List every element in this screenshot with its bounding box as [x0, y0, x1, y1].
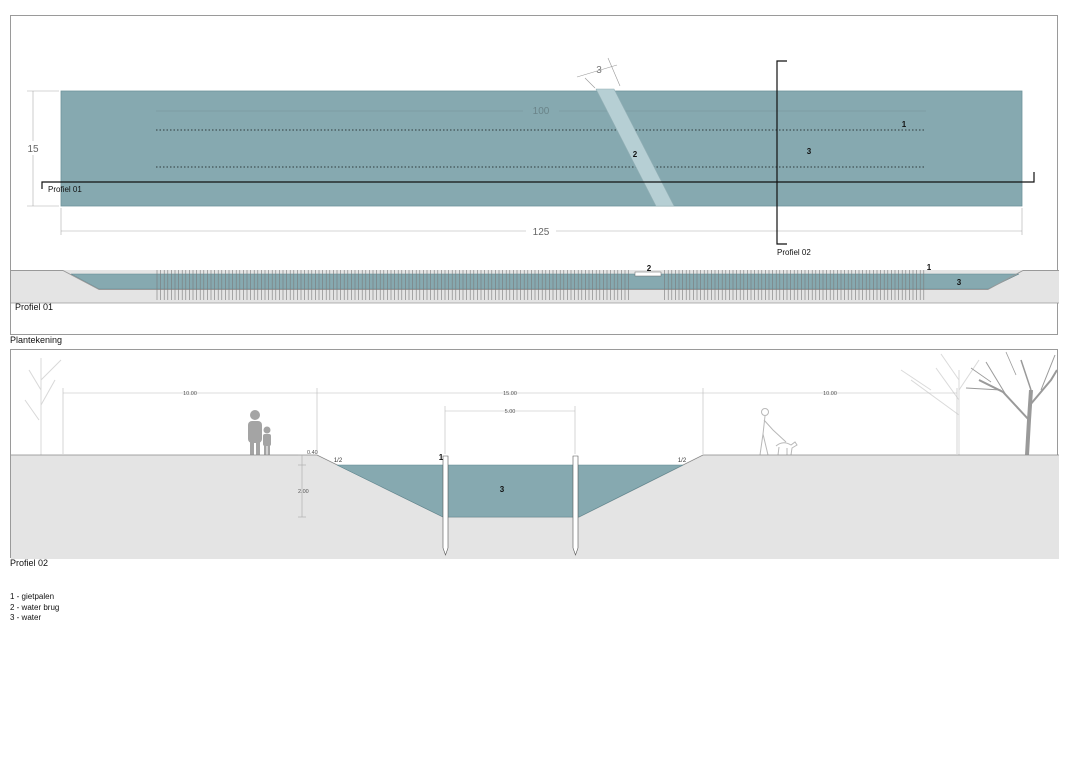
legend-item-bridge: 2 - water brug — [10, 602, 60, 612]
dim-left-verge: 10.00 — [183, 391, 197, 397]
plan-caption: Plantekening — [10, 335, 63, 345]
profile-02-caption: Profiel 02 — [10, 558, 49, 568]
dim-water-width: 15.00 — [503, 391, 517, 397]
profile-02-drawing: 1 3 1/2 1/2 10.00 15.00 10.00 5.00 0.40 … — [11, 351, 1059, 559]
profile-02-callout-pile: 1 — [439, 453, 444, 462]
legend: 1 - gietpalen 2 - water brug 3 - water — [10, 592, 59, 624]
callout-bridge: 2 — [633, 150, 638, 159]
person-with-dog — [759, 408, 798, 456]
water-plan — [60, 90, 1023, 207]
slope-left-label: 1/2 — [334, 458, 343, 464]
tree-right-sketch — [900, 353, 980, 455]
bridge-dim-ext-left — [584, 77, 596, 89]
profile-02-water — [336, 464, 684, 518]
dim-depth: 2.00 — [298, 489, 309, 495]
dim-inner-length: 100 — [533, 106, 550, 117]
section-label-02: Profiel 02 — [777, 248, 811, 257]
dim-width: 15 — [27, 144, 39, 155]
section-line-02 — [776, 60, 787, 245]
pile-right — [572, 455, 579, 556]
plan-panel: 100 2 1 3 3 15 125 Profiel 01 Profiel 02 — [10, 15, 1059, 335]
legend-item-piles: 1 - gietpalen — [10, 592, 55, 601]
dim-pile-spacing: 5.00 — [505, 409, 516, 415]
bridge-dim-line — [576, 64, 618, 78]
person-with-child — [248, 410, 271, 456]
dim-bridge-width: 3 — [596, 65, 602, 76]
legend-item-water: 3 - water — [10, 613, 42, 622]
dim-right-verge: 10.00 — [823, 391, 837, 397]
plan-drawing: 100 2 1 3 3 15 125 Profiel 01 Profiel 02 — [11, 57, 1059, 304]
pile-left — [442, 455, 449, 556]
profile-01-callout-bridge: 2 — [647, 264, 652, 273]
callout-water: 3 — [807, 147, 812, 156]
profile-01-callout-pile: 1 — [927, 263, 932, 272]
profile-02-ground — [11, 455, 1059, 559]
section-line-01 — [41, 172, 1035, 189]
water-bridge — [595, 88, 675, 207]
profile-01-caption: Profiel 01 — [15, 302, 54, 312]
dim-length: 125 — [533, 227, 550, 238]
profile-01-piles — [156, 270, 925, 300]
slope-right-label: 1/2 — [678, 458, 687, 464]
callout-pile: 1 — [902, 120, 907, 129]
profile-01-bridge-deck — [634, 271, 662, 277]
profile-01-callout-water: 3 — [957, 278, 962, 287]
tree-left-sketch — [24, 358, 62, 455]
profile-02-callout-water: 3 — [500, 485, 505, 494]
bridge-dim-ext-right — [607, 57, 621, 87]
tree-right-solid — [965, 351, 1058, 456]
section-label-01: Profiel 01 — [48, 185, 82, 194]
profile-02-panel: 1 3 1/2 1/2 10.00 15.00 10.00 5.00 0.40 … — [10, 349, 1059, 559]
dim-freeboard: 0.40 — [307, 450, 318, 456]
